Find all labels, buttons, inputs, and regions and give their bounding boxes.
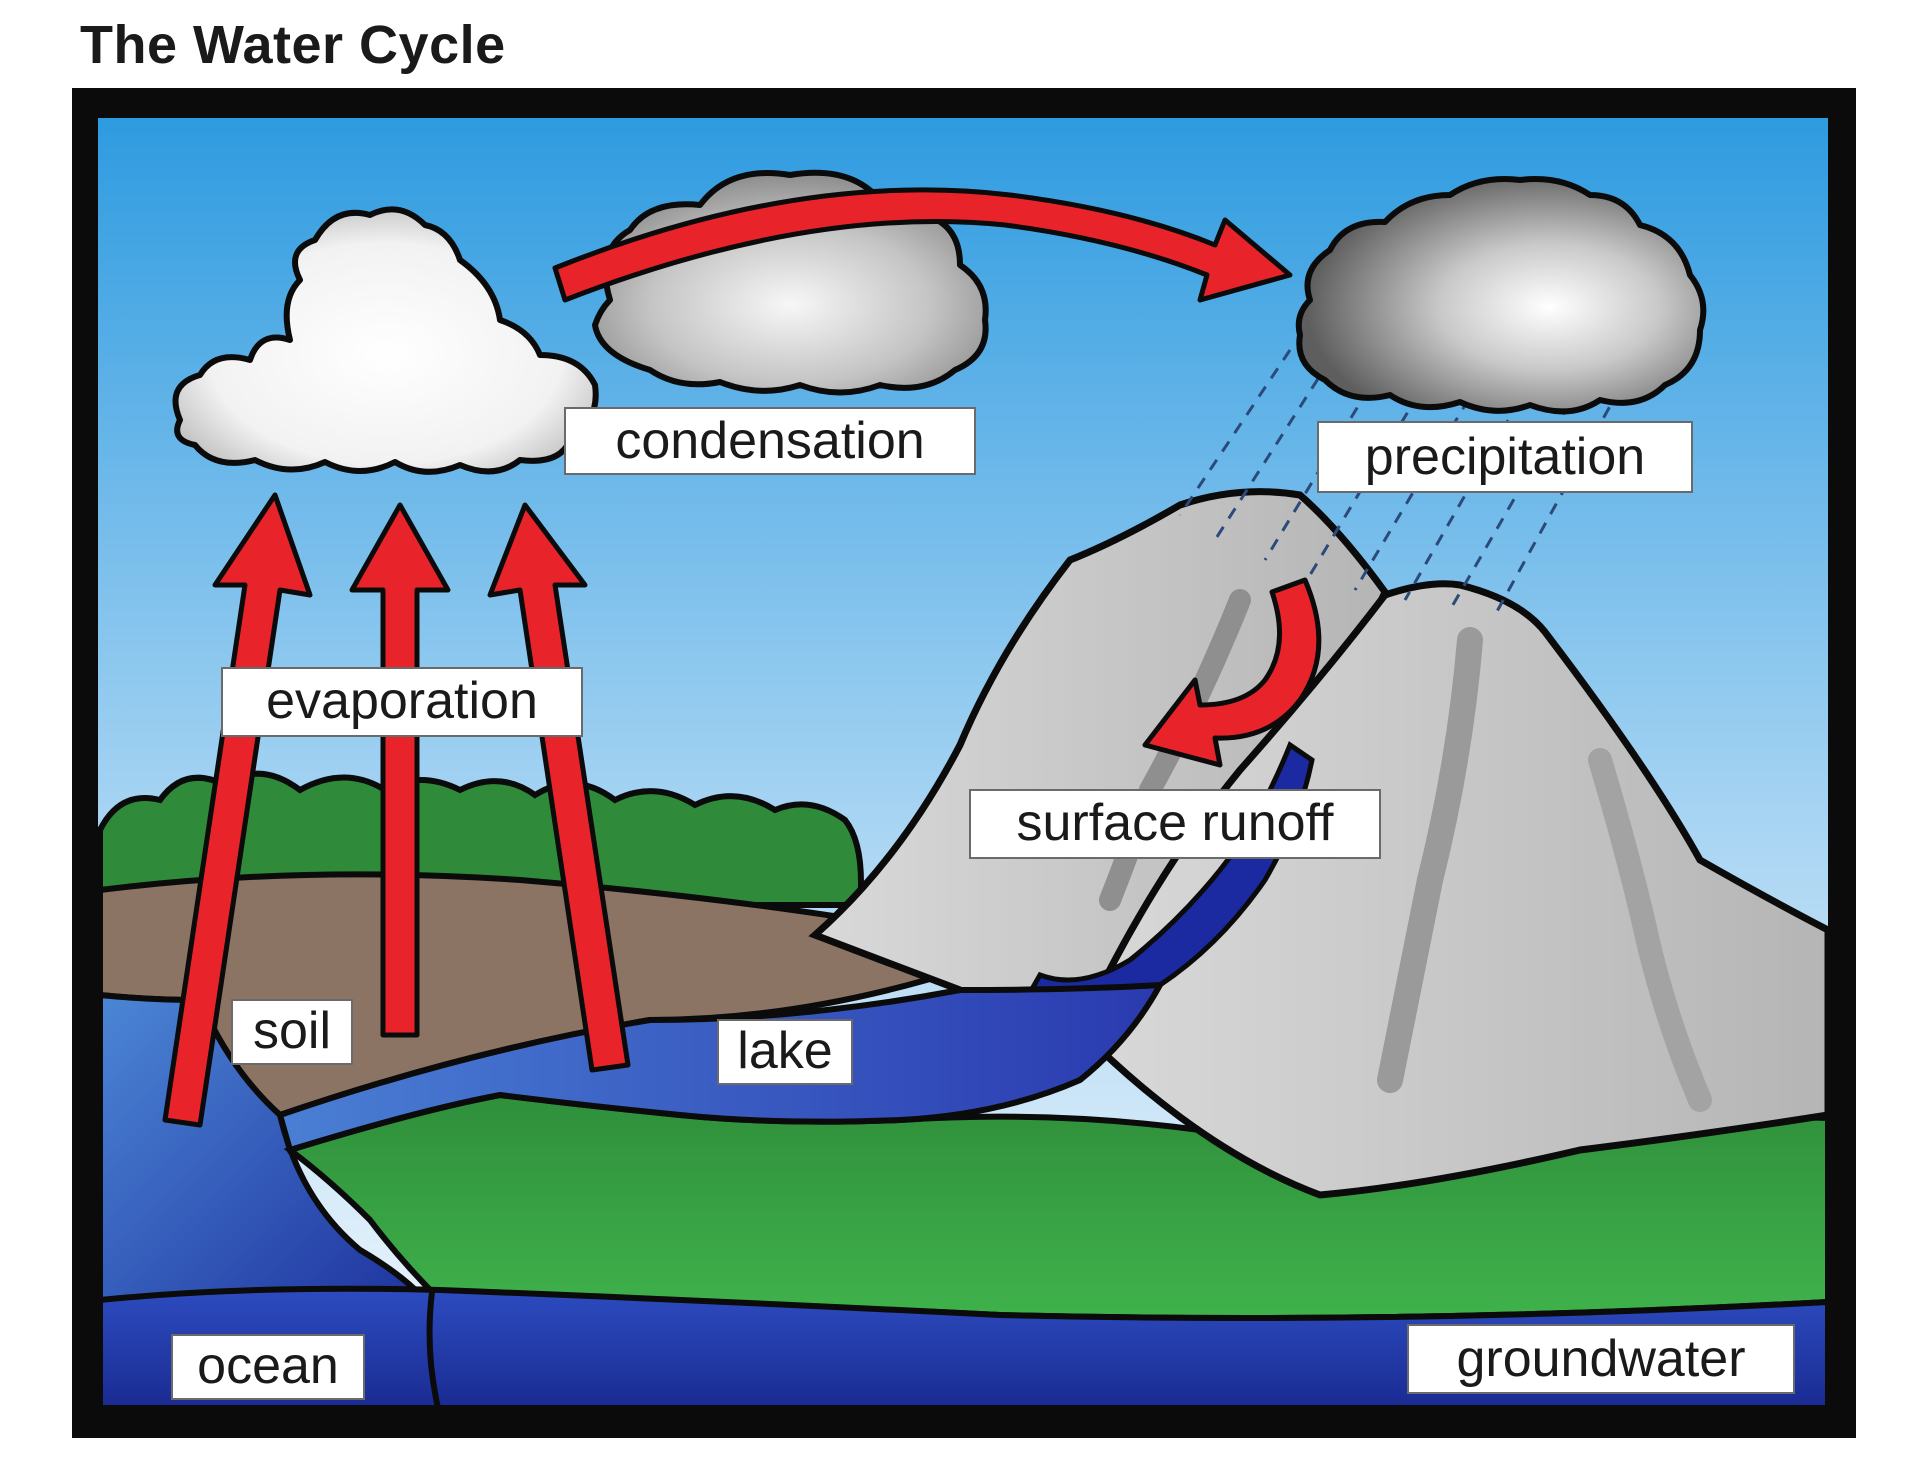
label-groundwater: groundwater	[1407, 1324, 1795, 1394]
label-ocean: ocean	[171, 1334, 365, 1400]
label-evaporation: evaporation	[221, 667, 583, 737]
groundwater-layer	[97, 1285, 1831, 1411]
label-lake-text: lake	[737, 1022, 832, 1080]
label-ocean-text: ocean	[197, 1337, 339, 1395]
diagram-title: The Water Cycle	[80, 15, 506, 75]
right-cloud	[1295, 176, 1707, 415]
groundwater-divider	[426, 1291, 441, 1409]
surface-runoff-arrow	[1142, 577, 1322, 768]
label-surface-runoff-text: surface runoff	[1016, 794, 1334, 852]
label-surface-runoff: surface runoff	[969, 789, 1381, 859]
condensation-arrow	[552, 187, 1293, 303]
label-evaporation-text: evaporation	[266, 672, 538, 730]
label-soil: soil	[231, 999, 353, 1065]
evaporation-arrow-middle	[349, 502, 451, 1038]
label-condensation-text: condensation	[615, 412, 924, 470]
label-groundwater-text: groundwater	[1456, 1330, 1745, 1388]
evaporation-arrow-right	[487, 502, 631, 1073]
left-cloud	[172, 206, 599, 475]
mountain-shade-1	[1099, 589, 1251, 911]
label-precipitation: precipitation	[1317, 421, 1693, 493]
label-soil-text: soil	[253, 1002, 331, 1060]
label-lake: lake	[717, 1019, 853, 1085]
mountain-shade-2	[1377, 627, 1483, 1093]
evaporation-arrow-left	[162, 492, 313, 1128]
mountain-shade-3	[1588, 748, 1712, 1112]
label-precipitation-text: precipitation	[1365, 428, 1645, 486]
label-condensation: condensation	[564, 407, 976, 475]
